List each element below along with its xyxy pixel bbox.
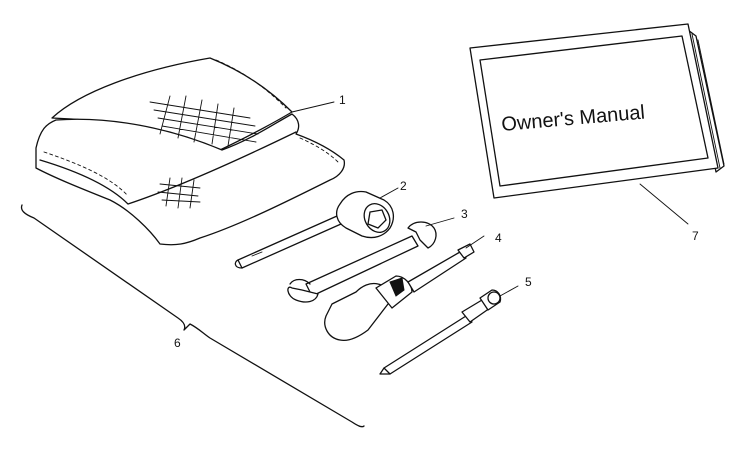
- screwdriver: [324, 235, 485, 342]
- socket-wrench: [234, 187, 399, 269]
- callout-4: 4: [495, 231, 502, 245]
- callout-2: 2: [400, 179, 407, 193]
- tool-pouch: [35, 57, 346, 246]
- tool-group-bracket: [20, 204, 365, 428]
- callout-6: 6: [174, 336, 181, 350]
- callout-7: 7: [692, 229, 699, 243]
- open-end-wrench: [287, 217, 455, 303]
- owners-manual: Owner's Manual: [469, 23, 725, 225]
- callout-3: 3: [461, 207, 468, 221]
- callout-5: 5: [525, 275, 532, 289]
- small-screwdriver: [379, 285, 519, 375]
- callout-1: 1: [339, 93, 346, 107]
